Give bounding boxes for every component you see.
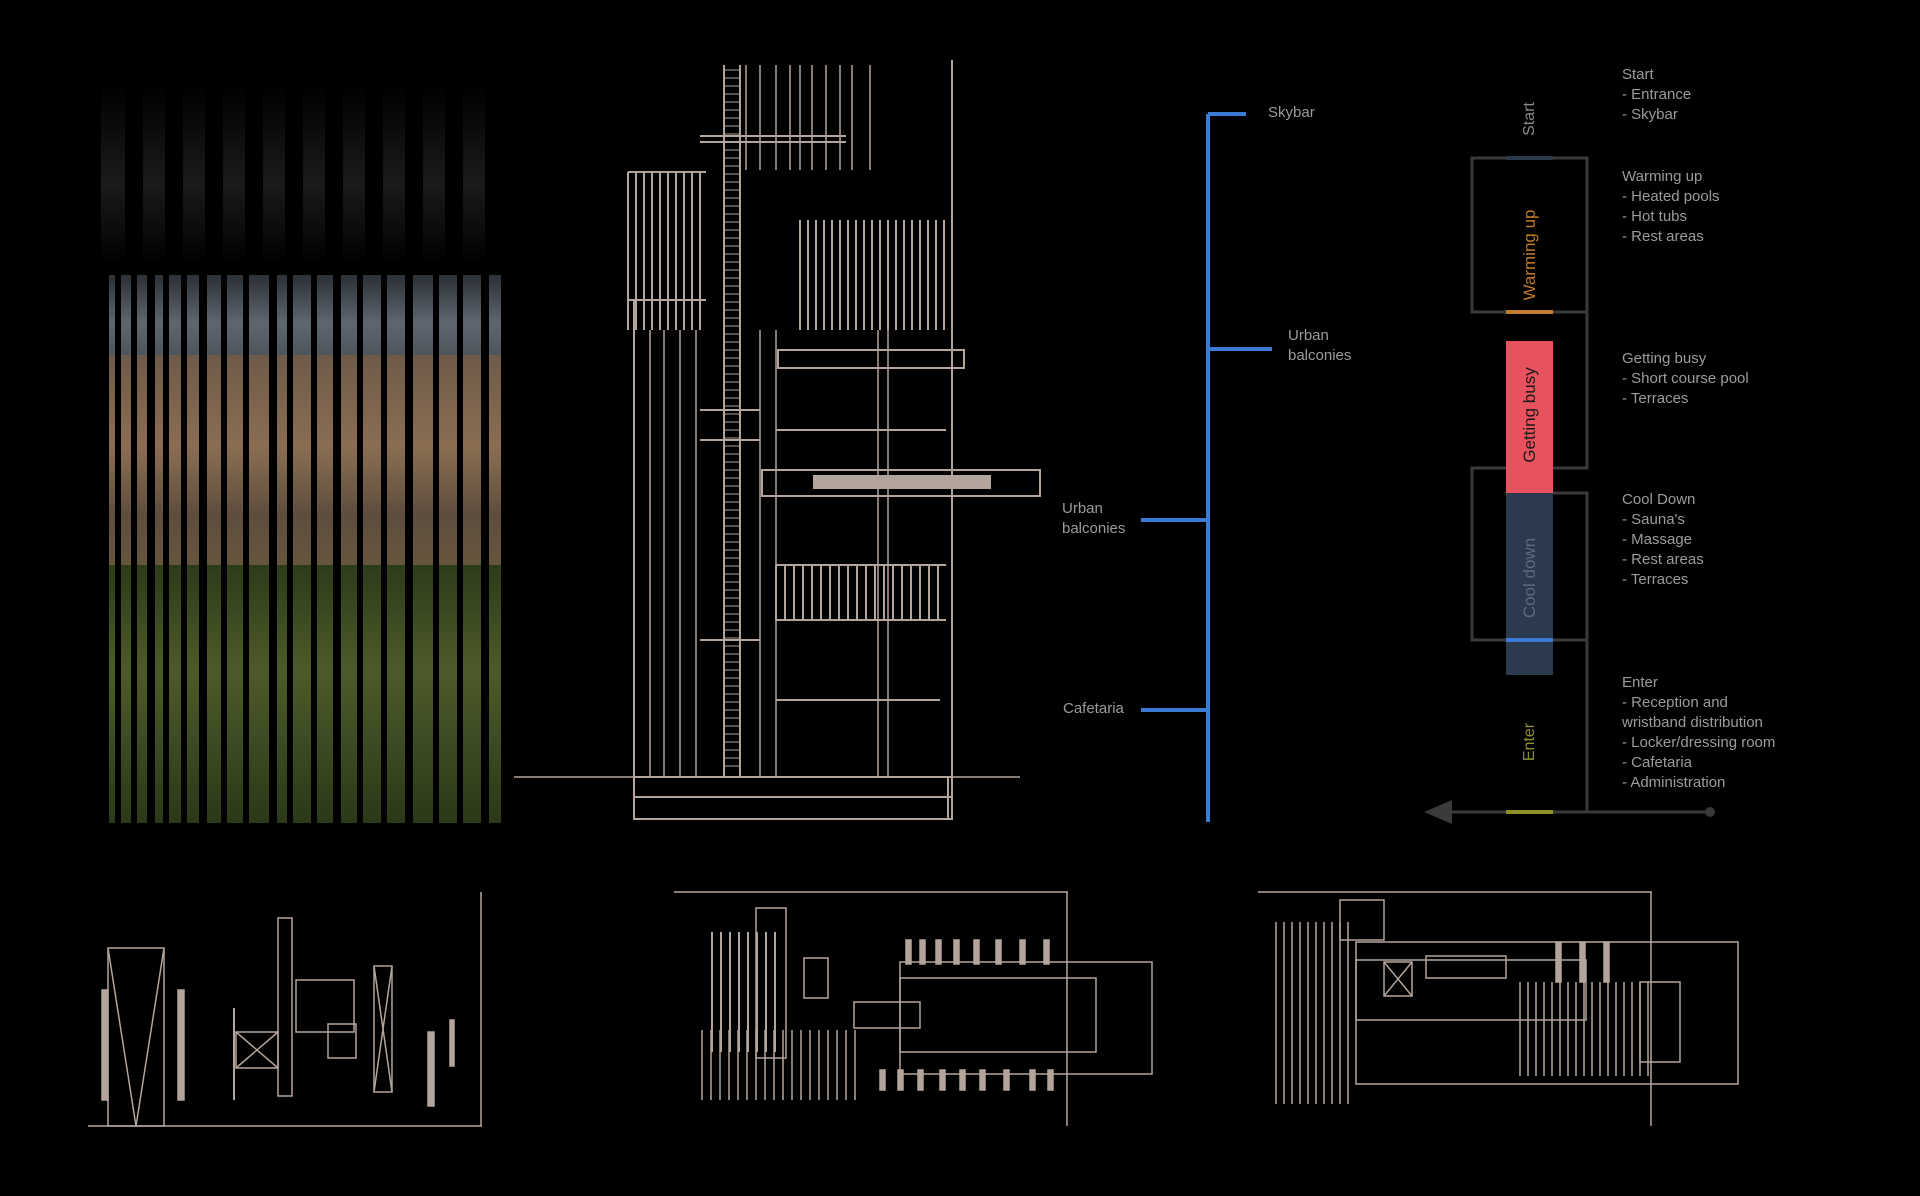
photo-slat (405, 265, 413, 823)
photo-slat (115, 265, 121, 823)
photo-top-slat (445, 85, 463, 265)
section-rect (761, 469, 1041, 497)
photo-colosseum (101, 355, 501, 585)
section-rect (777, 349, 965, 369)
plan-rect (995, 939, 1002, 965)
plan-rect (1029, 1069, 1036, 1091)
photo-slat (221, 265, 227, 823)
plan-rect (1047, 1069, 1054, 1091)
photo-top-slat (365, 85, 383, 265)
stage-cool-down: Cool down (1520, 537, 1539, 619)
plan-rect (427, 1031, 435, 1107)
description-enter: Enter - Reception and wristband distribu… (1622, 674, 1776, 791)
plan-rect (101, 989, 109, 1101)
photo-slat (333, 265, 341, 823)
plan-rect (899, 961, 1153, 1075)
description-cool-down: Cool Down - Sauna's - Massage - Rest are… (1622, 491, 1704, 588)
site-photo-with-slats (101, 85, 501, 823)
plan-rect (1579, 941, 1586, 983)
plan-line (1383, 961, 1413, 997)
plan-line (135, 947, 165, 1127)
plan-rect (235, 1031, 279, 1069)
plan-rect (107, 947, 165, 1127)
plan-rect (1639, 981, 1681, 1063)
plan-rect (919, 939, 926, 965)
photo-top-slat (485, 85, 501, 265)
plan-rect (373, 965, 393, 1093)
plan-rect (295, 979, 355, 1033)
photo-top-slat (405, 85, 423, 265)
plan-line (373, 965, 393, 1093)
section-rect (813, 475, 991, 489)
plan-rect (1003, 1069, 1010, 1091)
photo-slat (243, 265, 249, 823)
plan-rect (277, 917, 293, 1097)
plan-rect (953, 939, 960, 965)
photo-slat (269, 265, 277, 823)
plan-line (373, 965, 393, 1093)
description-start: Start - Entrance - Skybar (1622, 66, 1692, 123)
plan-rect (177, 989, 185, 1101)
plan-rect (1043, 939, 1050, 965)
plan-line (107, 947, 137, 1127)
plan-rect (899, 977, 1097, 1053)
photo-slat (287, 265, 293, 823)
plan-rect (1019, 939, 1026, 965)
photo-top-slat (165, 85, 183, 265)
level-label-urban-balconies-lower: Urban balconies (1062, 500, 1126, 537)
plan-rect (803, 957, 829, 999)
plan-line (1383, 961, 1413, 997)
photo-trees (101, 565, 501, 823)
plan-rect (917, 1069, 924, 1091)
photo-top-slat (125, 85, 143, 265)
stage-warming-up: Warming up (1520, 209, 1539, 301)
plan-rect (905, 939, 912, 965)
photo-slat (433, 265, 439, 823)
plan-rect (1355, 959, 1587, 1021)
section-rect (633, 776, 953, 820)
plan-rect (1339, 899, 1385, 941)
plan-rect (935, 939, 942, 965)
photo-slat (357, 265, 363, 823)
level-label-cafetaria: Cafetaria (1063, 700, 1124, 717)
photo-slat (199, 265, 207, 823)
photo-slat (381, 265, 387, 823)
plan-rect (1355, 941, 1739, 1085)
level-label-skybar: Skybar (1268, 104, 1315, 121)
plan-rect (939, 1069, 946, 1091)
plan-rect (327, 1023, 357, 1059)
photo-slat (481, 265, 489, 823)
photo-top-slat (325, 85, 343, 265)
plan-rect (959, 1069, 966, 1091)
plan-rect (853, 1001, 921, 1029)
plan-rect (449, 1019, 455, 1067)
plan-rect (1383, 961, 1413, 997)
stage-start: Start (1521, 102, 1538, 136)
description-warming-up: Warming up - Heated pools - Hot tubs - R… (1622, 168, 1720, 245)
plan-rect (755, 907, 787, 1059)
level-label-urban-balconies-upper: Urban balconies (1288, 327, 1352, 364)
plan-line (235, 1031, 279, 1069)
plan-rect (1555, 941, 1562, 983)
photo-slat (101, 265, 109, 823)
plan-rect (1603, 941, 1610, 983)
plan-line (235, 1031, 279, 1069)
photo-top-slat (285, 85, 303, 265)
plan-rect (979, 1069, 986, 1091)
stage-enter: Enter (1521, 722, 1538, 762)
plan-rect (973, 939, 980, 965)
stage-getting-busy: Getting busy (1520, 367, 1539, 463)
photo-slat (181, 265, 187, 823)
plan-rect (897, 1069, 904, 1091)
photo-top-slat (205, 85, 223, 265)
description-getting-busy: Getting busy - Short course pool - Terra… (1622, 350, 1749, 407)
plan-rect (879, 1069, 886, 1091)
photo-top-slat (245, 85, 263, 265)
photo-slat (131, 265, 137, 823)
plan-rect (1425, 955, 1507, 979)
photo-slat (457, 265, 463, 823)
photo-slat (311, 265, 317, 823)
photo-slat (163, 265, 169, 823)
photo-slat (147, 265, 155, 823)
